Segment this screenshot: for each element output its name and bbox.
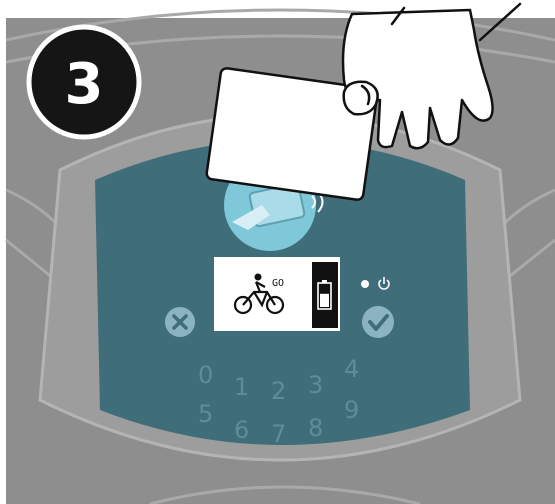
key-7[interactable]: 7 xyxy=(271,420,286,448)
key-9[interactable]: 9 xyxy=(344,396,359,424)
key-2[interactable]: 2 xyxy=(271,377,286,405)
key-3[interactable]: 3 xyxy=(308,371,323,399)
key-6[interactable]: 6 xyxy=(234,416,249,444)
key-4[interactable]: 4 xyxy=(344,355,359,383)
key-8[interactable]: 8 xyxy=(308,414,323,442)
key-1[interactable]: 1 xyxy=(234,373,249,401)
confirm-button[interactable] xyxy=(362,306,394,338)
lcd-status-text: GO xyxy=(272,278,284,289)
step-number: 3 xyxy=(65,52,104,117)
key-5[interactable]: 5 xyxy=(198,400,213,428)
key-0[interactable]: 0 xyxy=(198,361,213,389)
cancel-button[interactable] xyxy=(165,307,195,337)
status-light-icon xyxy=(361,280,369,288)
step-badge: 3 xyxy=(29,27,139,137)
